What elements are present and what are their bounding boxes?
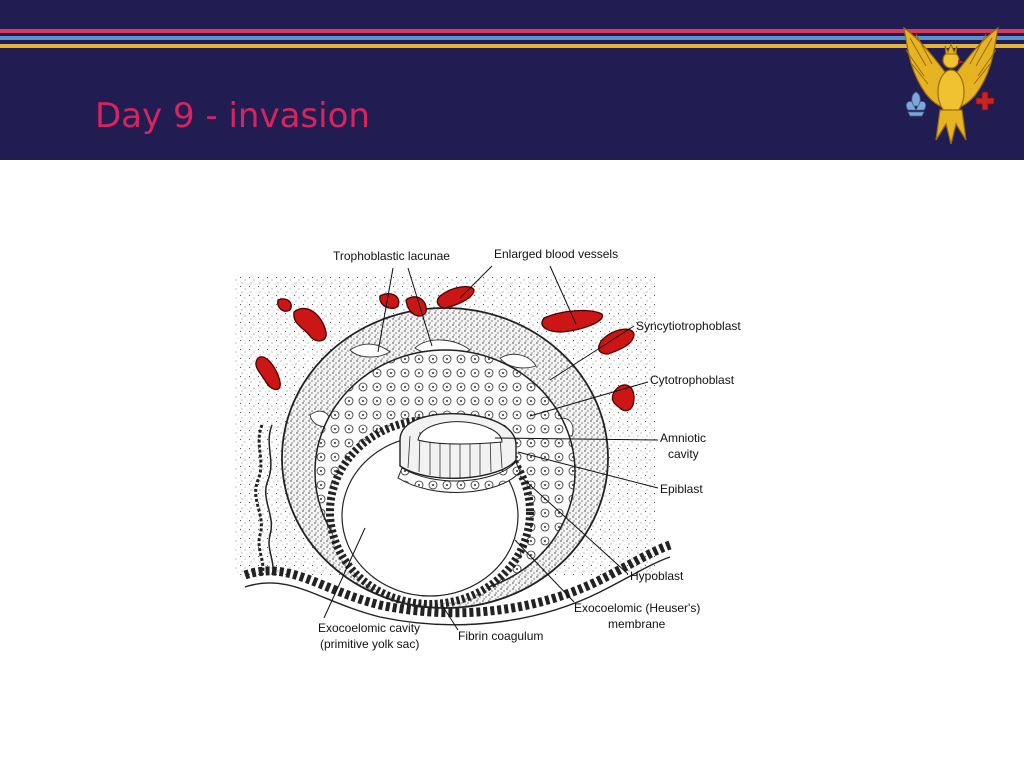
label-fibrin-coagulum: Fibrin coagulum <box>458 629 543 643</box>
label-exocoelomic-cavity-1: Exocoelomic cavity <box>318 621 420 635</box>
uterine-gland <box>254 424 265 576</box>
blood-vessel <box>277 298 292 312</box>
label-cytotrophoblast: Cytotrophoblast <box>650 373 735 387</box>
slide-header: Day 9 - invasion <box>0 0 1024 160</box>
blood-vessel <box>541 309 603 333</box>
hypoblast <box>397 461 521 493</box>
label-amniotic-cavity-2: cavity <box>668 447 699 461</box>
uterine-epithelium <box>243 540 672 618</box>
header-stripe-gold <box>0 44 1024 48</box>
label-amniotic-cavity-1: Amniotic <box>660 431 706 445</box>
label-epiblast: Epiblast <box>660 482 703 496</box>
slide-title: Day 9 - invasion <box>95 96 370 136</box>
heraldic-eagle-icon <box>903 26 999 145</box>
blood-vessel <box>293 307 327 342</box>
header-stripe-blue <box>0 36 1024 40</box>
label-hypoblast: Hypoblast <box>630 569 684 583</box>
label-trophoblastic-lacunae: Trophoblastic lacunae <box>333 249 450 263</box>
blood-vessel <box>255 356 281 391</box>
header-stripe-red <box>0 29 1024 33</box>
label-exocoelomic-cavity-2: (primitive yolk sac) <box>320 637 419 651</box>
blood-vessel <box>611 384 635 412</box>
amniotic-cavity <box>417 421 503 445</box>
label-enlarged-blood-vessels: Enlarged blood vessels <box>494 247 618 261</box>
label-exocoelomic-membrane-2: membrane <box>608 617 666 631</box>
blood-vessel <box>436 285 475 309</box>
label-exocoelomic-membrane-1: Exocoelomic (Heuser's) <box>574 601 700 615</box>
label-syncytiotrophoblast: Syncytiotrophoblast <box>636 319 741 333</box>
blood-vessel <box>597 328 635 355</box>
trophoblastic-lacuna <box>349 343 391 358</box>
implantation-diagram: Trophoblastic lacunae Enlarged blood ves… <box>235 247 741 651</box>
